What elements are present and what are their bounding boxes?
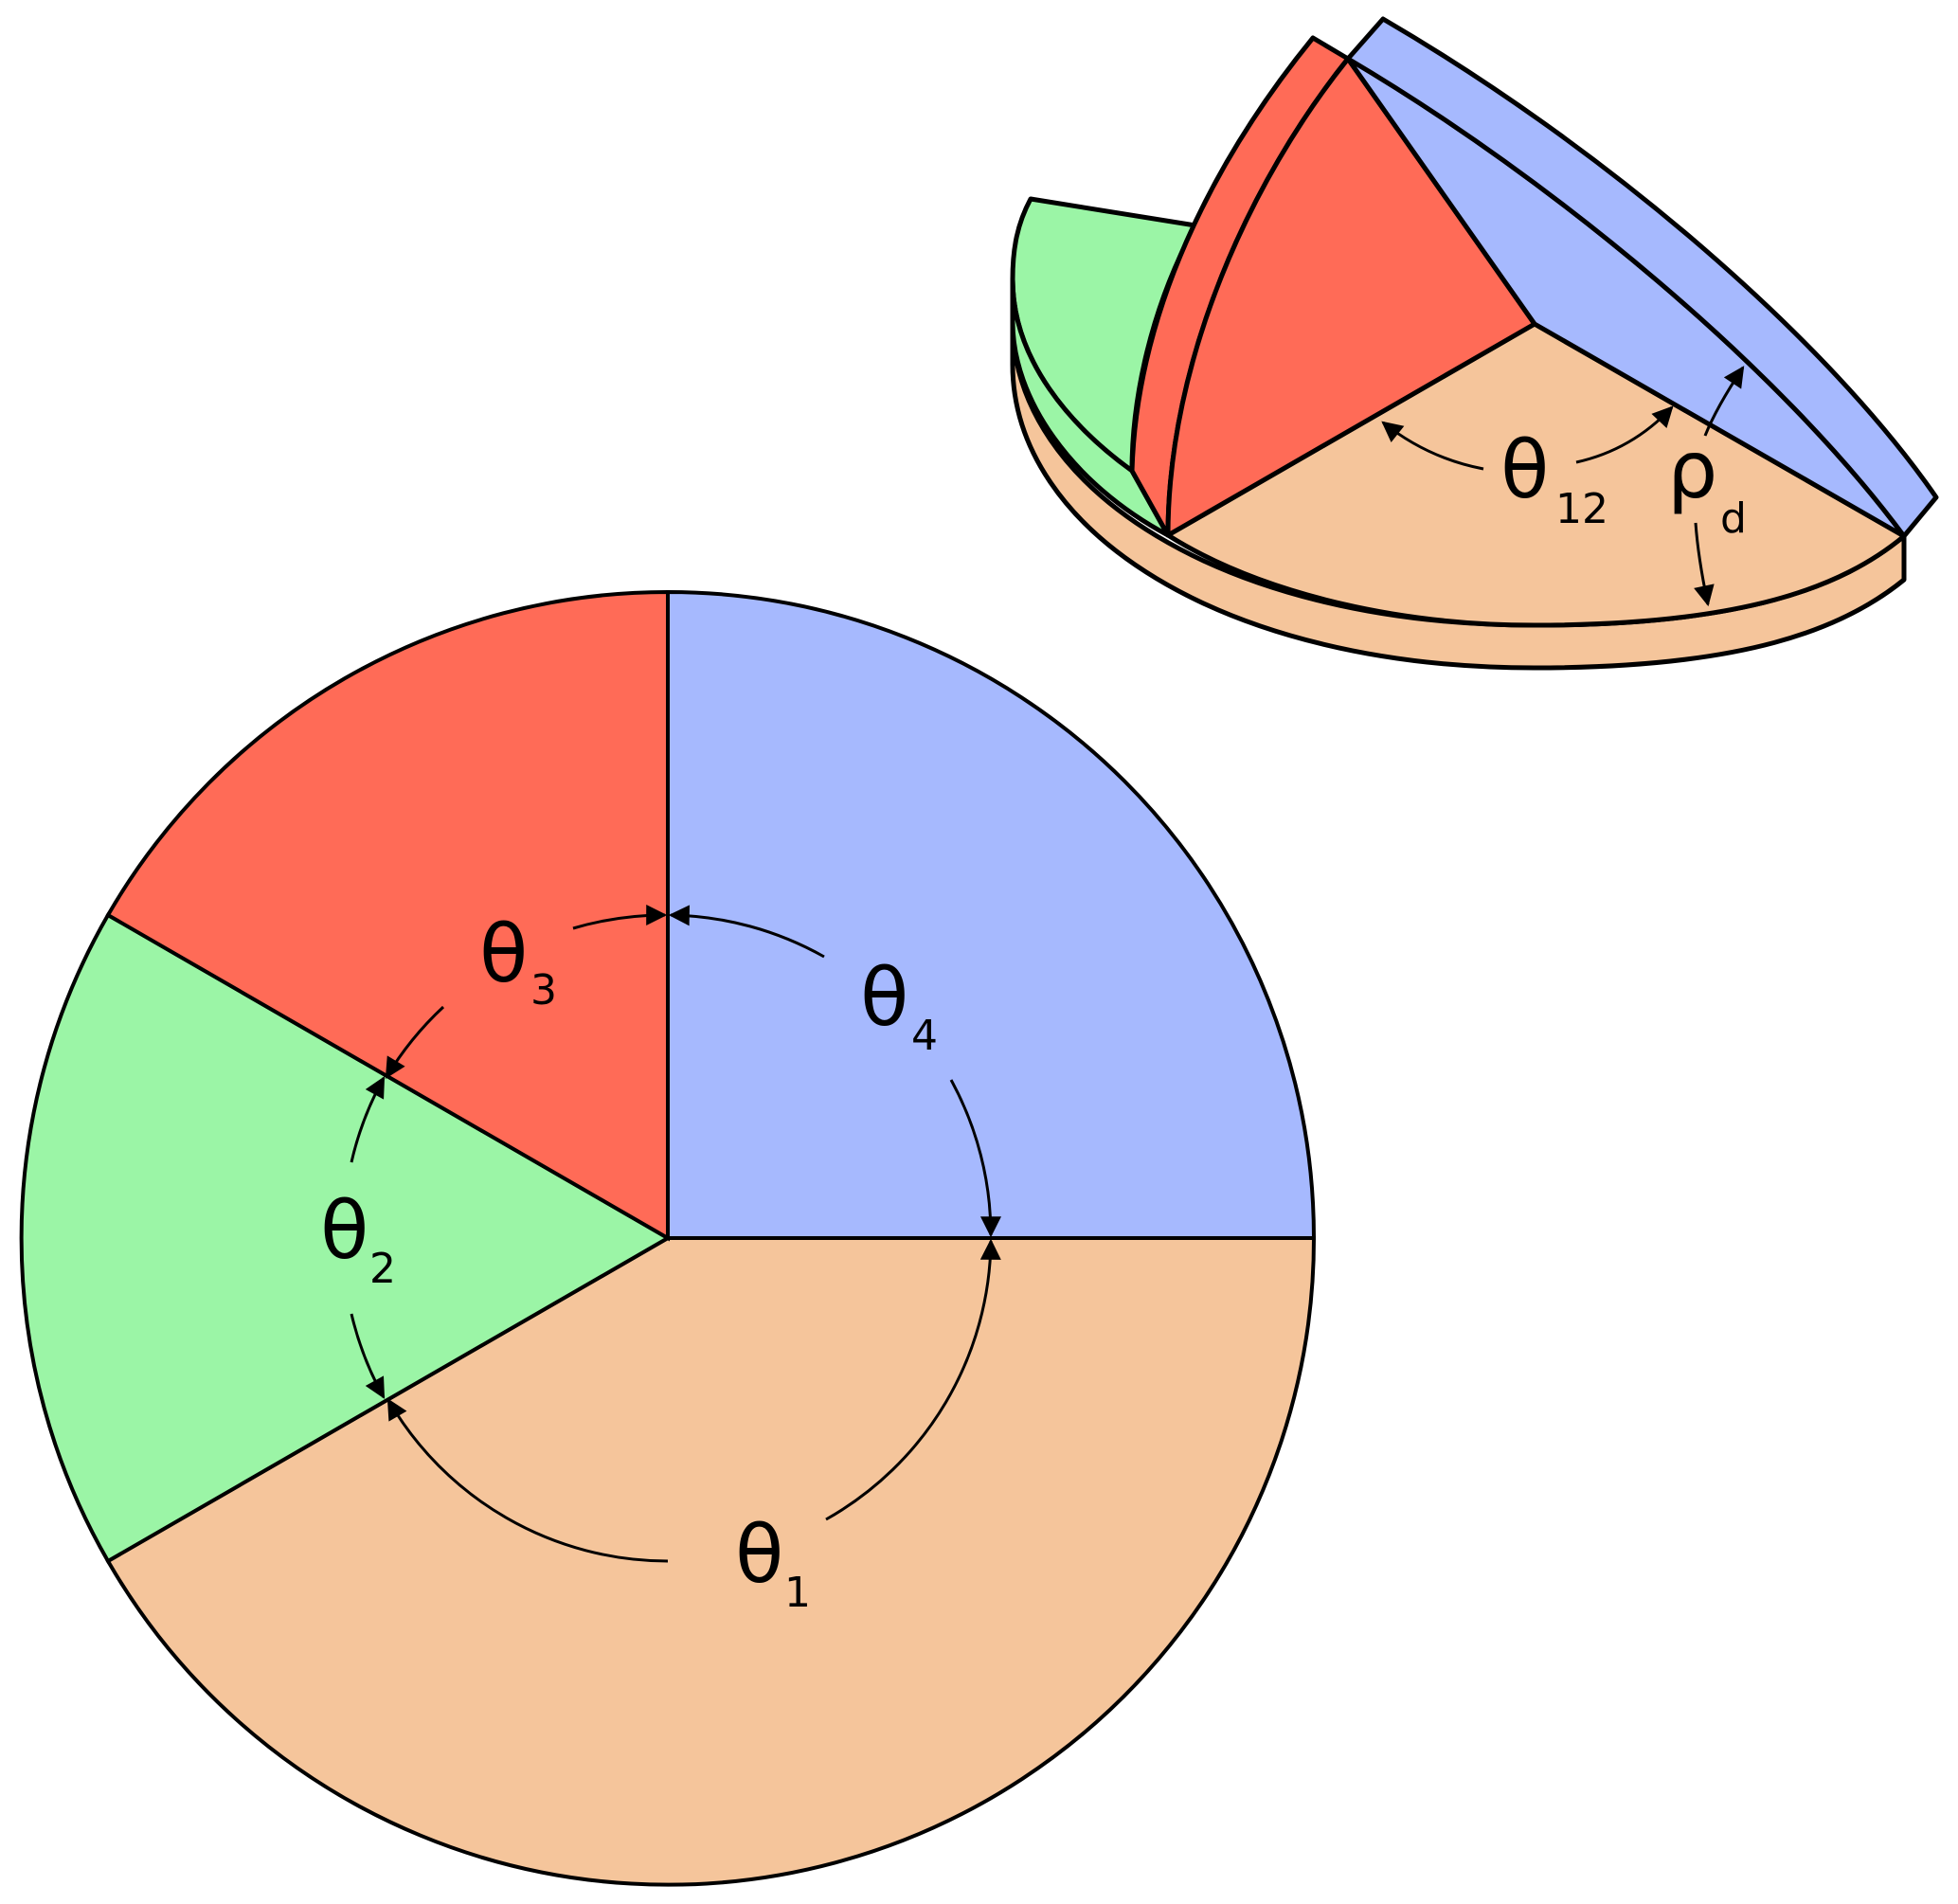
label-theta2-symbol: θ [320, 1184, 368, 1277]
sector-theta3-red [105, 589, 670, 1242]
sector-theta1-peach [105, 1236, 1317, 1887]
label-theta2-subscript: 2 [369, 1245, 396, 1293]
arrow-rhod-down [1694, 522, 1715, 607]
arrow-theta2-down [350, 1313, 386, 1399]
arrow-theta4-left [668, 905, 825, 959]
label-theta2: θ 2 [320, 1184, 396, 1293]
arrow-theta2-up [350, 1076, 386, 1163]
label-theta3: θ 3 [479, 907, 557, 1015]
arrow-theta3-left [385, 1005, 445, 1079]
label-theta12-subscript: 12 [1555, 485, 1608, 533]
label-rho-d: ρ d [1667, 423, 1747, 543]
label-theta1-symbol: θ [735, 1508, 783, 1601]
flat-disc: θ 1 θ 2 θ 3 θ 4 [19, 589, 1317, 1887]
panel-red-face [1165, 56, 1537, 538]
label-theta4: θ 4 [860, 951, 938, 1060]
arrow-theta12-right [1575, 405, 1674, 464]
label-theta12: θ 12 [1500, 423, 1608, 533]
sector-theta2-green [19, 912, 673, 1564]
label-theta1: θ 1 [735, 1508, 811, 1617]
arrow-rhod-up [1703, 366, 1745, 437]
arrow-theta1-left [386, 1398, 669, 1563]
label-theta3-symbol: θ [479, 907, 528, 1000]
base-rim [1010, 277, 1907, 671]
arrow-theta3-right [572, 904, 668, 930]
label-theta3-subscript: 3 [530, 966, 557, 1015]
sector-theta4-blue [666, 589, 1317, 1240]
label-rho-subscript: d [1720, 494, 1747, 543]
base-top-surface [1165, 321, 1907, 628]
label-rho-symbol: ρ [1667, 423, 1717, 516]
arrow-theta4-down [949, 1079, 1001, 1238]
label-theta12-symbol: θ [1500, 423, 1549, 516]
arrow-theta1-right [825, 1238, 1001, 1521]
label-theta1-subscript: 1 [784, 1569, 811, 1617]
arrow-theta12-left [1381, 421, 1484, 471]
folded-model: θ 12 ρ d [1010, 16, 1939, 671]
panel-blue-edge [1345, 16, 1939, 539]
label-theta4-subscript: 4 [911, 1012, 938, 1060]
label-theta4-symbol: θ [860, 951, 908, 1044]
